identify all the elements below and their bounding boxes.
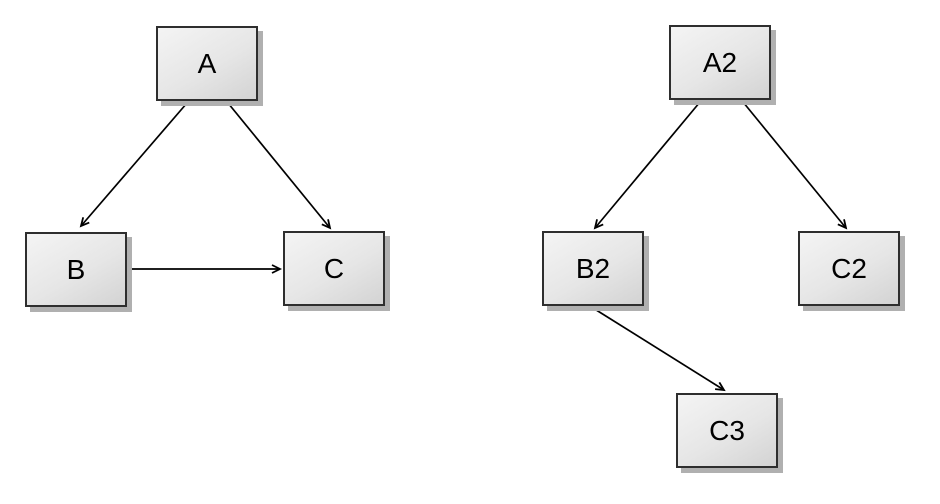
edge-a-b — [79, 102, 188, 228]
node-b2[interactable]: B2 — [542, 231, 644, 306]
node-label-c3: C3 — [709, 414, 745, 446]
edge-a2-b2 — [593, 101, 701, 230]
node-c[interactable]: C — [283, 231, 385, 306]
node-label-b: B — [66, 253, 86, 285]
node-a[interactable]: A — [156, 26, 258, 101]
node-label-b2: B2 — [575, 252, 611, 284]
node-c2[interactable]: C2 — [798, 231, 900, 306]
node-label-c: C — [323, 252, 345, 284]
node-label-a: A — [197, 47, 217, 79]
node-label-c2: C2 — [831, 252, 867, 284]
edges-group — [79, 101, 848, 392]
edge-a2-c2 — [742, 101, 848, 230]
node-a2[interactable]: A2 — [669, 25, 771, 100]
edge-a-c — [227, 102, 332, 230]
edge-b2-c3 — [592, 307, 726, 392]
node-label-a2: A2 — [702, 46, 738, 78]
node-b[interactable]: B — [25, 232, 127, 307]
node-c3[interactable]: C3 — [676, 393, 778, 468]
